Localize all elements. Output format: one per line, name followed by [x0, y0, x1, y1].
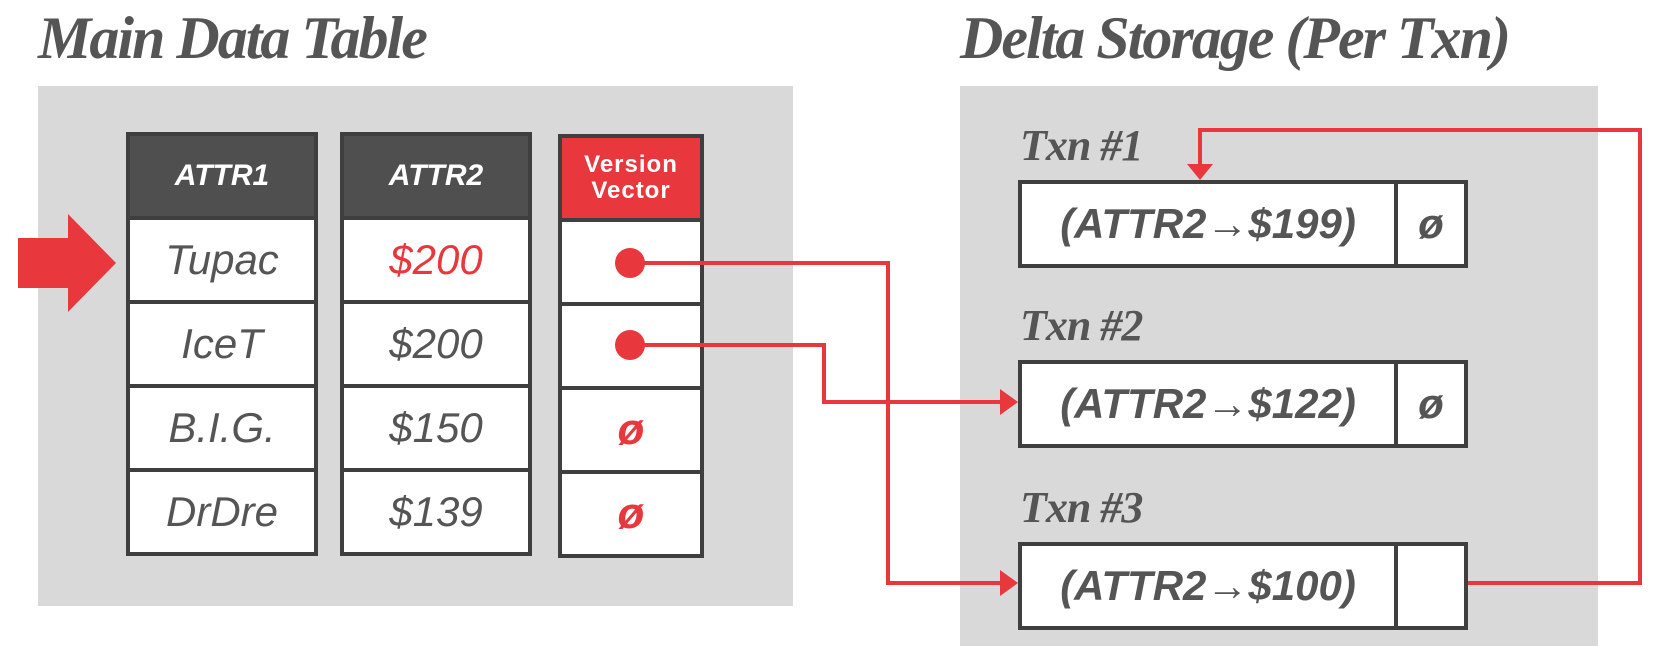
main-table-title: Main Data Table [38, 5, 428, 71]
txn3-to-txn1-pointer [1187, 128, 1642, 585]
delta-record: (ATTR2→$100) [1018, 542, 1398, 630]
txn-label: Txn #3 [1020, 483, 1143, 532]
table-cell: B.I.G. [126, 384, 318, 472]
tupac-pointer [615, 248, 1018, 596]
table-cell: $200 [340, 300, 532, 388]
version-vector-cell: ø [558, 386, 704, 474]
table-cell: $139 [340, 468, 532, 556]
icet-pointer [615, 330, 1018, 415]
delta-pointer [1394, 542, 1468, 630]
delta-record: (ATTR2→$122) [1018, 360, 1398, 448]
version-vector-header-line2: Vector [591, 177, 671, 204]
table-cell: DrDre [126, 468, 318, 556]
table-cell: $150 [340, 384, 532, 472]
txn-label: Txn #1 [1020, 121, 1143, 170]
table-cell-modified: $200 [340, 216, 532, 304]
attr2-header: ATTR2 [340, 132, 532, 220]
version-vector-header-line1: Version [584, 150, 678, 178]
delta-storage-title: Delta Storage (Per Txn) [960, 5, 1511, 71]
version-vector-cell: ø [558, 470, 704, 558]
delta-pointer: ø [1394, 180, 1468, 268]
txn-label: Txn #2 [1020, 301, 1143, 350]
delta-pointer: ø [1394, 360, 1468, 448]
delta-record: (ATTR2→$199) [1018, 180, 1398, 268]
